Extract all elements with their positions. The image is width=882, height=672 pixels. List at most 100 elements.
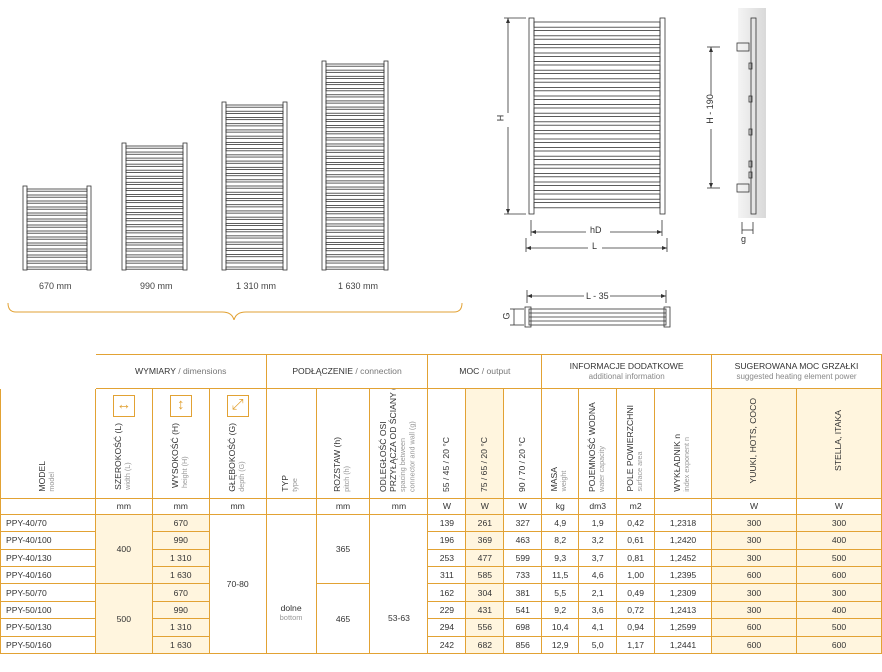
- table-cell: 400: [795, 600, 882, 620]
- table-cell: 400: [94, 513, 153, 585]
- dim-label-hD: hD: [590, 225, 602, 235]
- dim-label-L: L: [592, 241, 598, 251]
- table-cell: 304: [465, 583, 505, 602]
- unit-cell: mm: [208, 497, 267, 515]
- table-cell: 585: [465, 565, 505, 585]
- table-cell: 300: [711, 531, 797, 550]
- table-cell: 4,1: [578, 618, 618, 637]
- table-cell: 3,6: [578, 600, 618, 620]
- col-pitch: ROZSTAW (h)pitch (h): [315, 388, 371, 499]
- table-cell: 670: [151, 513, 210, 533]
- table-cell: 0,61: [616, 531, 656, 550]
- table-cell: 465: [315, 583, 371, 654]
- dim-label-H: H: [495, 114, 506, 122]
- table-cell: 1,9: [578, 513, 618, 533]
- unit-cell: [0, 497, 96, 515]
- table-cell: 599: [503, 548, 543, 567]
- table-cell: 477: [465, 548, 505, 567]
- table-cell: 229: [427, 600, 467, 620]
- table-cell: 53-63: [369, 513, 429, 654]
- radiator-illustration-2: [121, 142, 188, 271]
- table-cell: 500: [94, 583, 153, 654]
- col-depth: ⤢ GŁĘBOKOŚĆ (G)depth (G): [208, 388, 267, 499]
- table-cell: 0,42: [616, 513, 656, 533]
- table-cell: 70-80: [208, 513, 267, 654]
- unit-cell: kg: [541, 497, 580, 515]
- table-cell: 500: [795, 618, 882, 637]
- table-cell: 1,2441: [654, 635, 713, 654]
- table-cell: 1,2599: [654, 618, 713, 637]
- table-cell: 733: [503, 565, 543, 585]
- table-cell: 253: [427, 548, 467, 567]
- table-cell: 369: [465, 531, 505, 550]
- table-cell: 0,94: [616, 618, 656, 637]
- col-output-55: 55 / 45 / 20 °C: [427, 388, 467, 499]
- front-view-drawing: [498, 17, 668, 254]
- table-cell: 431: [465, 600, 505, 620]
- model-cell: PPY-50/160: [0, 635, 96, 654]
- table-cell: 261: [465, 513, 505, 533]
- unit-cell: mm: [369, 497, 429, 515]
- radiator-illustration-3: [221, 101, 288, 271]
- table-cell: 300: [795, 513, 882, 533]
- table-cell: 1 310: [151, 618, 210, 637]
- unit-cell: mm: [94, 497, 153, 515]
- table-cell: 196: [427, 531, 467, 550]
- unit-cell: mm: [151, 497, 210, 515]
- size-caption-670: 670 mm: [39, 281, 72, 291]
- table-cell: 990: [151, 600, 210, 620]
- dim-label-H-190: H - 190: [705, 94, 715, 124]
- col-power-stella: STELLA, ITAKA: [795, 388, 882, 499]
- table-cell: 1,17: [616, 635, 656, 654]
- col-output-90: 90 / 70 / 20 °C: [503, 388, 543, 499]
- table-cell: 600: [711, 565, 797, 585]
- table-cell: 1 630: [151, 565, 210, 585]
- unit-cell: [265, 497, 317, 515]
- table-cell: 300: [711, 548, 797, 567]
- table-cell: 12,9: [541, 635, 580, 654]
- group-output: MOC / output: [427, 354, 543, 389]
- unit-cell: dm3: [578, 497, 618, 515]
- table-cell: 11,5: [541, 565, 580, 585]
- table-cell: 856: [503, 635, 543, 654]
- table-cell: 9,2: [541, 600, 580, 620]
- table-cell: 4,9: [541, 513, 580, 533]
- table-cell: 162: [427, 583, 467, 602]
- table-cell: 600: [711, 618, 797, 637]
- table-cell: 1 630: [151, 635, 210, 654]
- table-cell: 682: [465, 635, 505, 654]
- table-cell: 698: [503, 618, 543, 637]
- table-cell: 4,6: [578, 565, 618, 585]
- table-cell: 1,2413: [654, 600, 713, 620]
- dim-label-L-35: L - 35: [586, 291, 609, 301]
- table-cell: 5,5: [541, 583, 580, 602]
- unit-cell: mm: [315, 497, 371, 515]
- height-arrows-icon: ↕: [169, 395, 192, 417]
- table-cell: 541: [503, 600, 543, 620]
- table-cell: 300: [711, 583, 797, 602]
- table-cell: 294: [427, 618, 467, 637]
- table-cell: 500: [795, 548, 882, 567]
- radiator-illustration-1: [22, 185, 92, 271]
- col-power-yuuki: YUUKI, HOTS, COCO: [711, 388, 797, 499]
- table-cell: 3,2: [578, 531, 618, 550]
- unit-cell: W: [795, 497, 882, 515]
- unit-cell: W: [427, 497, 467, 515]
- table-cell: 8,2: [541, 531, 580, 550]
- table-cell: 311: [427, 565, 467, 585]
- table-cell: 600: [795, 635, 882, 654]
- depth-arrows-icon: ⤢: [226, 395, 249, 417]
- table-cell: 1,2318: [654, 513, 713, 533]
- radiator-size-illustrations: [7, 60, 463, 320]
